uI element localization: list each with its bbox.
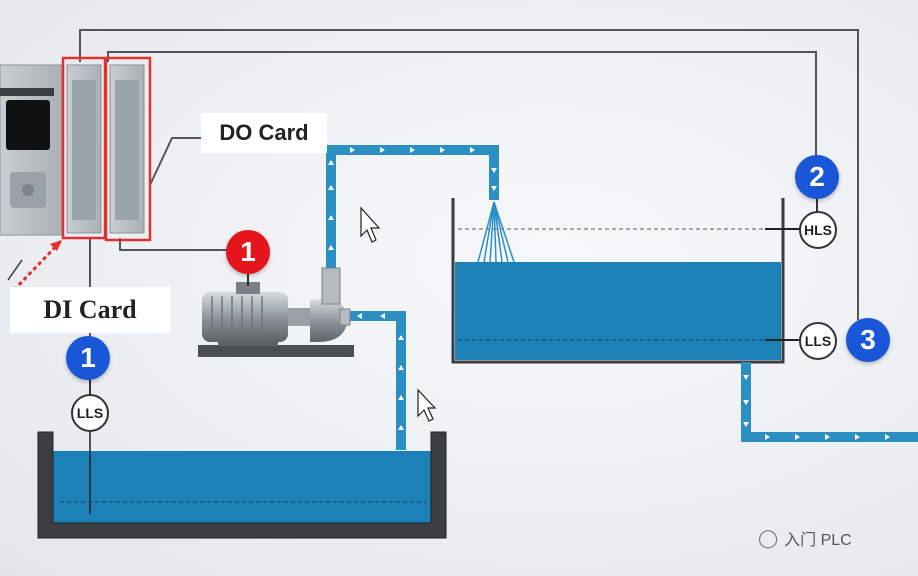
upper-lls-sensor: LLS (799, 322, 837, 360)
cursor-icon (417, 388, 437, 422)
watermark: ◯ 入门 PLC (758, 526, 852, 550)
pump-volute (310, 299, 348, 342)
di-card-pointer (7, 238, 64, 292)
wire-to-lls-upper (79, 29, 859, 320)
do-card-highlight (104, 56, 152, 242)
lower-lls-number-badge: 1 (66, 336, 110, 380)
di-card-label: DI Card (10, 287, 170, 333)
cursor-icon (360, 206, 381, 243)
wechat-icon: ◯ (758, 527, 779, 548)
plc-display (6, 100, 50, 150)
suction-pipe (342, 311, 406, 450)
do-card-label: DO Card (201, 113, 327, 153)
lower-lls-sensor: LLS (71, 394, 109, 432)
plc-controller (0, 56, 152, 242)
motor-body (202, 292, 288, 342)
outlet-pipe (741, 362, 918, 442)
lower-tank (37, 428, 447, 539)
upper-hls-sensor: HLS (799, 211, 837, 249)
watermark-text: 入门 PLC (784, 532, 852, 549)
pump-number-badge: 1 (226, 230, 270, 274)
upper-tank (451, 198, 800, 364)
hls-number-badge: 2 (795, 155, 839, 199)
upper-lls-number-badge: 3 (846, 318, 890, 362)
wire-do-callout (149, 137, 201, 186)
pump-motor (198, 267, 354, 357)
upper-tank-water (455, 262, 781, 360)
water-spray (477, 201, 515, 263)
discharge-pipe (326, 145, 499, 272)
flow-arrows (328, 147, 890, 440)
lower-tank-water (53, 451, 431, 523)
